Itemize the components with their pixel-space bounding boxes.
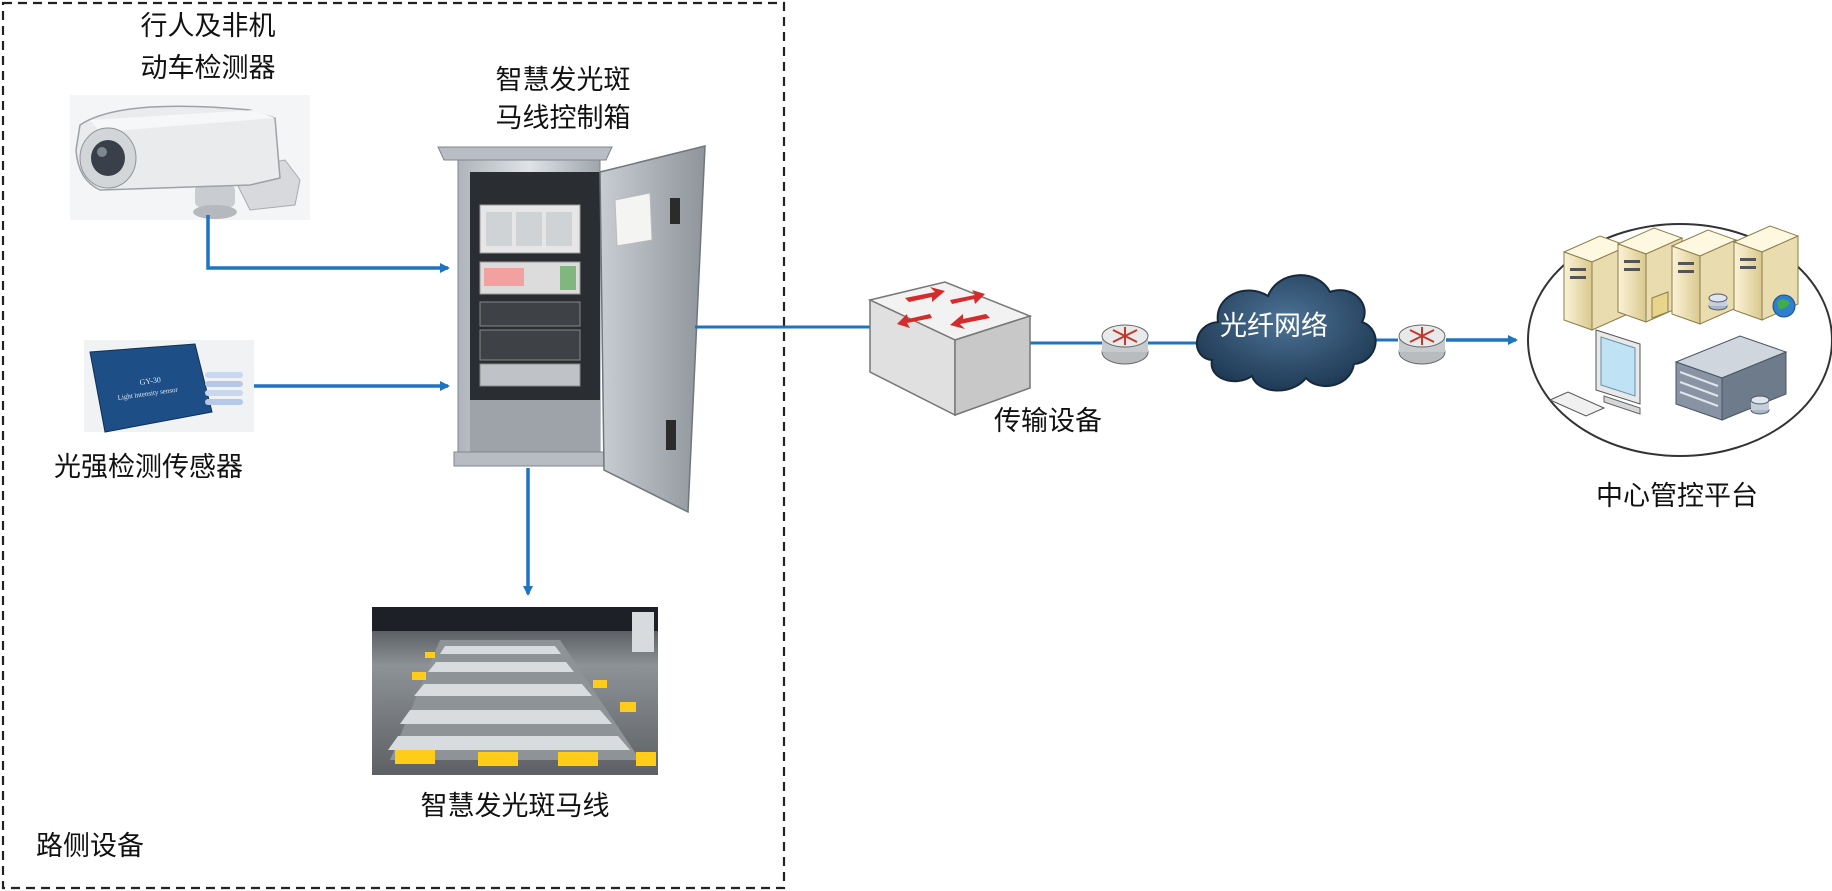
router-icon-2 — [1398, 324, 1446, 365]
central-platform-label: 中心管控平台 — [1596, 481, 1758, 512]
camera-icon — [70, 95, 310, 220]
fiber-network-cloud-icon — [1196, 274, 1377, 392]
camera-to-cabinet-arrow — [206, 215, 450, 273]
light-sensor-label: 光强检测传感器 — [54, 452, 243, 483]
pedestrian-detector-label-line2: 动车检测器 — [140, 53, 276, 84]
storage-array-icon — [1674, 335, 1788, 421]
control-box-label-line1: 智慧发光斑 — [495, 65, 631, 96]
roadside-group-border — [1, 1, 786, 890]
transmission-equipment-label: 传输设备 — [994, 406, 1102, 437]
control-box-label-line2: 马线控制箱 — [495, 103, 631, 134]
router-icon-1 — [1101, 324, 1149, 365]
smart-crosswalk-photo — [372, 607, 658, 775]
roadside-group-label: 路侧设备 — [36, 831, 144, 862]
crosswalk-label: 智慧发光斑马线 — [420, 791, 610, 822]
workstation-icon — [1548, 329, 1641, 417]
pedestrian-detector-label-line1: 行人及非机 — [140, 11, 276, 42]
light-sensor-icon: GY-30 Light intensity sensor — [84, 340, 254, 433]
sensor-board-text-1: GY-30 — [139, 375, 161, 387]
network-switch-icon — [867, 281, 1033, 417]
control-cabinet-icon — [437, 145, 706, 514]
fiber-network-label: 光纤网络 — [1220, 311, 1328, 342]
server-rack-icon — [1562, 225, 1800, 331]
